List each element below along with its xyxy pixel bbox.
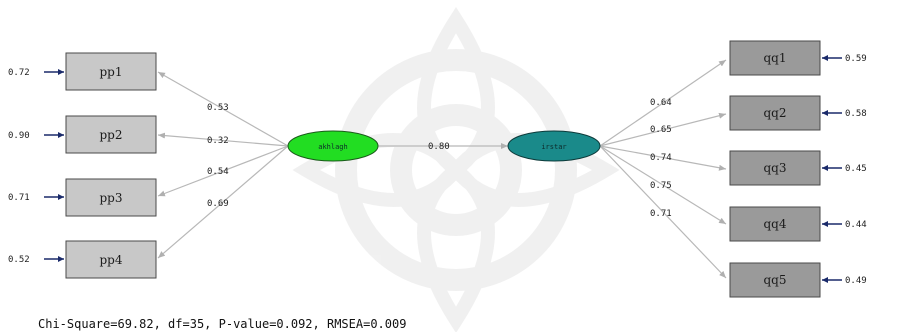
loading-value: 0.74 xyxy=(650,153,672,163)
indicator-box xyxy=(729,206,821,242)
indicator-label: pp2 xyxy=(100,128,123,142)
error-variance: 0.58 xyxy=(845,109,867,119)
indicator-pp2: 0.32 0.90 pp2 xyxy=(8,115,289,154)
indicator-pp4: 0.69 0.52 pp4 xyxy=(8,145,289,279)
error-variance: 0.45 xyxy=(845,164,867,174)
indicator-label: qq2 xyxy=(764,106,787,120)
latent-left: akhlagh xyxy=(287,130,379,162)
loading-value: 0.65 xyxy=(650,125,672,135)
indicator-pp3: 0.54 0.71 pp3 xyxy=(8,145,289,217)
loading-path xyxy=(599,59,727,147)
loading-value: 0.69 xyxy=(207,199,229,209)
indicator-label: qq4 xyxy=(764,217,787,231)
structural-path: 0.80 xyxy=(378,142,508,152)
latent-oval xyxy=(507,130,601,162)
indicator-box xyxy=(65,178,157,217)
error-variance: 0.72 xyxy=(8,68,30,78)
indicator-qq5: 0.71 0.49 qq5 xyxy=(599,145,867,298)
latent-label: akhlagh xyxy=(318,143,348,151)
latent-right: irstar xyxy=(507,130,601,162)
indicator-label: qq5 xyxy=(764,273,787,287)
loading-path xyxy=(157,145,289,197)
indicator-label: pp4 xyxy=(100,253,123,267)
error-variance: 0.90 xyxy=(8,131,30,141)
indicator-label: pp1 xyxy=(100,65,123,79)
loading-value: 0.54 xyxy=(207,167,229,177)
indicator-qq1: 0.64 0.59 qq1 xyxy=(599,40,867,147)
loading-value: 0.64 xyxy=(650,98,672,108)
error-variance: 0.44 xyxy=(845,220,867,230)
indicator-box xyxy=(729,150,821,186)
loading-path xyxy=(599,145,727,225)
indicator-qq4: 0.75 0.44 qq4 xyxy=(599,145,867,242)
indicator-box xyxy=(65,115,157,154)
indicator-box xyxy=(65,52,157,91)
structural-coefficient: 0.80 xyxy=(428,142,450,152)
indicator-box xyxy=(729,40,821,76)
error-variance: 0.49 xyxy=(845,276,867,286)
loading-path xyxy=(157,145,289,259)
indicator-box xyxy=(729,262,821,298)
loading-path xyxy=(157,132,289,147)
error-variance: 0.71 xyxy=(8,193,30,203)
latent-oval xyxy=(287,130,379,162)
loading-path xyxy=(599,145,727,279)
indicator-pp1: 0.53 0.72 pp1 xyxy=(8,52,289,147)
loading-path xyxy=(599,112,727,147)
error-variance: 0.59 xyxy=(845,54,867,64)
indicator-label: qq3 xyxy=(764,161,787,175)
left-indicators: 0.53 0.72 pp1 0.32 0.90 pp2 0.54 0.71 pp… xyxy=(8,52,289,279)
loading-value: 0.71 xyxy=(650,209,672,219)
loading-value: 0.53 xyxy=(207,103,229,113)
loading-value: 0.32 xyxy=(207,136,229,146)
indicator-label: pp3 xyxy=(100,191,123,205)
indicator-box xyxy=(729,95,821,131)
loading-path xyxy=(157,71,289,147)
indicator-label: qq1 xyxy=(764,51,787,65)
latent-label: irstar xyxy=(541,143,566,151)
indicator-qq2: 0.65 0.58 qq2 xyxy=(599,95,867,147)
error-variance: 0.52 xyxy=(8,255,30,265)
loading-path xyxy=(599,145,727,171)
fit-statistics: Chi-Square=69.82, df=35, P-value=0.092, … xyxy=(38,317,406,331)
indicator-box xyxy=(65,240,157,279)
loading-value: 0.75 xyxy=(650,181,672,191)
indicator-qq3: 0.74 0.45 qq3 xyxy=(599,145,867,186)
right-indicators: 0.64 0.59 qq1 0.65 0.58 qq2 0.74 0.45 qq… xyxy=(599,40,867,298)
watermark-emblem xyxy=(292,7,620,332)
